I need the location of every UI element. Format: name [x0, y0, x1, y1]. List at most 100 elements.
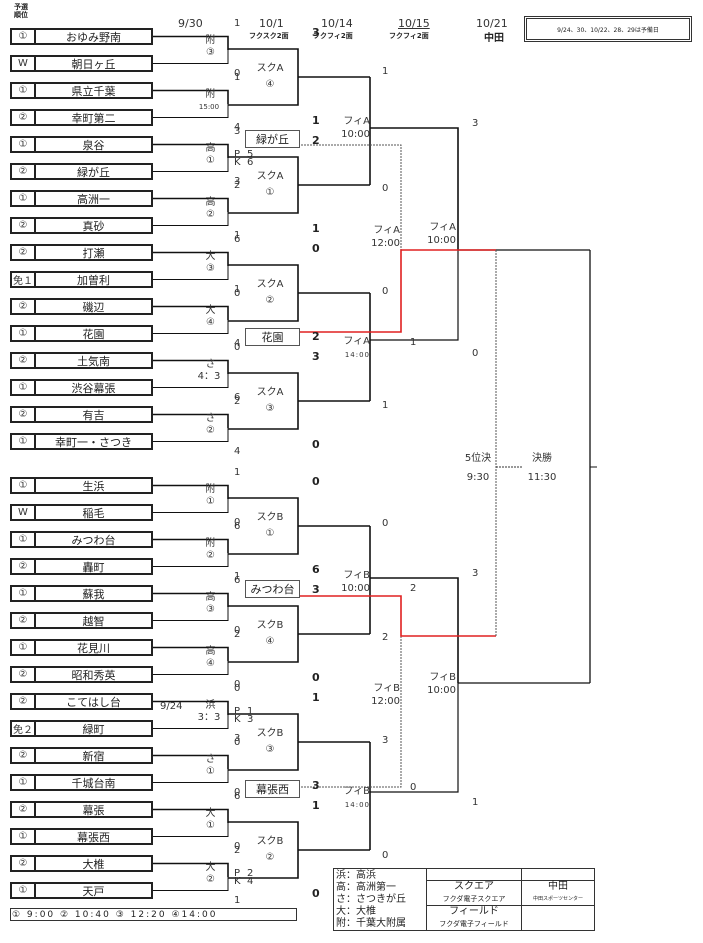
score: 0 [312, 475, 320, 488]
bracket-line [153, 553, 229, 567]
match-label: スクA [256, 63, 284, 74]
advancing-team-box: みつわ台 [245, 580, 300, 598]
bracket-line [153, 197, 229, 212]
seed-badge: ② [12, 300, 36, 313]
match-slot: ④ [265, 636, 275, 647]
venue-abbrev: 附 [205, 35, 216, 46]
legend-square: スクエア フクダ電子スクエア [426, 880, 522, 906]
score: 2 [234, 395, 241, 407]
team-name: 稲毛 [82, 506, 105, 520]
seed-badge: ② [12, 668, 36, 681]
score: 3 [472, 118, 479, 129]
team-name: 花見川 [77, 641, 110, 655]
score: 2 [234, 628, 241, 640]
seed-badge: ① [12, 30, 36, 43]
date-r1: 9/30 [178, 17, 203, 30]
team-name: 土気南 [77, 354, 110, 368]
score: 0 [382, 850, 389, 861]
score: 1 [234, 283, 241, 295]
bracket-line [153, 592, 229, 607]
bracket-line [153, 158, 229, 172]
seed-badge: W [12, 506, 36, 519]
bracket-line [153, 35, 229, 50]
highlight-line [298, 595, 496, 637]
match-date: 9/24 [160, 701, 183, 712]
team-name: 幕張西 [77, 830, 110, 844]
score: 0 [234, 287, 241, 299]
bracket-line [153, 143, 229, 158]
team-name: 越智 [82, 614, 105, 628]
score: 1 [234, 894, 241, 906]
bracket-line [153, 661, 229, 675]
score: 1 [472, 797, 479, 808]
score: 1 [312, 691, 320, 704]
venue-abbrev: 大 [205, 305, 216, 316]
score: 0 [234, 341, 241, 353]
bracket-line [153, 212, 229, 226]
score: 1 [410, 337, 417, 348]
match-slot: ④ [206, 658, 215, 669]
bracket-line [153, 50, 229, 64]
score: 0 [410, 782, 417, 793]
abbrev-item: 附：千葉大附属 [336, 917, 406, 929]
score: 2 [234, 844, 241, 856]
final-time: 11:30 [527, 472, 557, 483]
pk-score: 4 [247, 876, 254, 887]
venue-abbrev: 大 [205, 862, 216, 873]
team-name: みつわ台 [71, 533, 116, 547]
score: 1 [234, 17, 241, 29]
seed-badge: ① [12, 84, 36, 97]
score: 0 [234, 516, 241, 528]
seed-badge: ② [12, 111, 36, 124]
seed-badge: ① [12, 884, 36, 897]
match-label: フィB [373, 683, 400, 694]
score: 0 [382, 183, 389, 194]
team-name: 渋谷幕張 [71, 381, 116, 395]
bracket-line [153, 862, 229, 877]
match-slot: ① [265, 528, 275, 539]
bracket-line [153, 754, 229, 769]
score: 1 [312, 222, 320, 235]
team-name: 加曽利 [77, 273, 110, 287]
match-label: フィA [343, 116, 370, 127]
bracket-line [153, 104, 229, 118]
score: 0 [382, 286, 389, 297]
bracket-line [153, 428, 229, 442]
score: 2 [382, 632, 389, 643]
match-time: 10:00 [427, 685, 456, 696]
match-label: フィA [429, 222, 456, 233]
match-slot: ② [206, 425, 215, 436]
venue-r5: 中田 [484, 33, 504, 44]
score: 0 [312, 438, 320, 451]
team-name: 朝日ヶ丘 [71, 57, 116, 71]
score: 2 [312, 134, 320, 147]
team-name: 幸町一・さつき [55, 435, 132, 449]
team-name: 生浜 [82, 479, 105, 493]
abbrev-item: 高：高洲第一 [336, 881, 396, 893]
match-slot: 4：3 [197, 371, 221, 382]
team-name: 千城台南 [71, 776, 116, 790]
bracket-line [153, 769, 229, 783]
score: 3 [472, 568, 479, 579]
venue-abbrev: 附 [205, 484, 216, 495]
match-label: フィB [343, 570, 370, 581]
bracket-line [153, 607, 229, 621]
score: 0 [312, 242, 320, 255]
seed-header: 予選 順位 [14, 3, 28, 19]
seed-badge: ② [12, 695, 36, 708]
match-slot: ③ [206, 604, 215, 615]
match-label: フィA [373, 225, 400, 236]
